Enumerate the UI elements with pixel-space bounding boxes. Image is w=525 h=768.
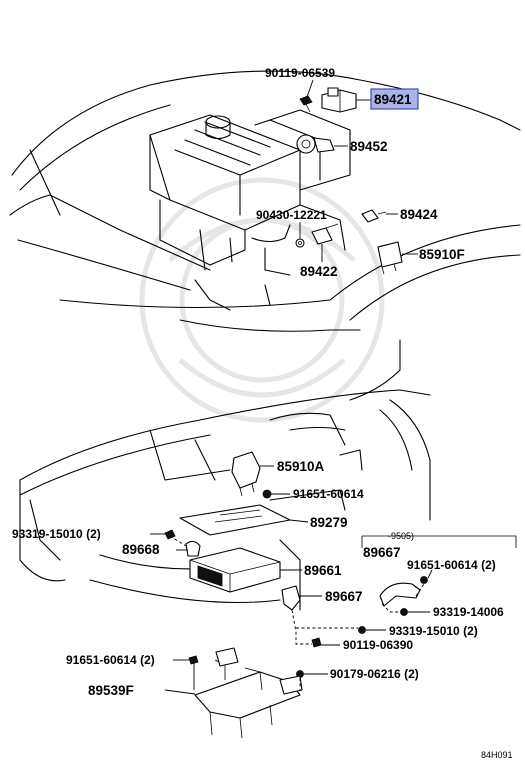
bolt-91651-60614-a-icon[interactable] (262, 489, 272, 499)
label-93319-15010-2-b[interactable]: 93319-15010 (2) (389, 624, 478, 638)
relay-85910A-icon[interactable] (231, 451, 261, 497)
relay-85910F-icon[interactable] (377, 241, 403, 275)
label-91651-60614-2-b[interactable]: 91651-60614 (2) (66, 653, 155, 667)
label-90119-06390[interactable]: 90119-06390 (343, 638, 413, 652)
label-89667-a[interactable]: 89667 (363, 545, 401, 560)
label-89667-b[interactable]: 89667 (325, 589, 363, 604)
bracket-89539F-icon[interactable] (194, 647, 303, 739)
label-85910A[interactable]: 85910A (277, 459, 325, 474)
screw-93319-14006-icon[interactable] (400, 608, 408, 616)
label-89668[interactable]: 89668 (122, 542, 160, 557)
engine-bay-illustration (9, 70, 521, 401)
part-89421-icon[interactable] (321, 87, 357, 113)
label-93319-15010-2-a[interactable]: 93319-15010 (2) (12, 527, 101, 541)
part-labels: 90119-06539 89421 89452 90430-12221 8942… (12, 66, 513, 760)
watermark-emblem (139, 177, 385, 423)
label-9505: -9505) (388, 531, 414, 541)
part-89452-icon[interactable] (296, 134, 335, 154)
label-89279[interactable]: 89279 (310, 515, 348, 530)
label-89539F[interactable]: 89539F (88, 683, 134, 698)
bolt-91651-60614-2-b-icon[interactable] (188, 655, 199, 665)
label-89424[interactable]: 89424 (400, 207, 438, 222)
label-91651-60614-a[interactable]: 91651-60614 (293, 487, 364, 501)
bracket-89667-b-icon[interactable] (281, 585, 301, 611)
label-91651-60614-2-a[interactable]: 91651-60614 (2) (407, 558, 496, 572)
label-89452[interactable]: 89452 (350, 139, 388, 154)
label-90430-12221[interactable]: 90430-12221 (256, 208, 327, 222)
label-93319-14006[interactable]: 93319-14006 (433, 605, 504, 619)
ecu-89661-icon[interactable] (189, 547, 281, 593)
screw-93319-15010-a-icon[interactable] (164, 529, 176, 540)
bracket-89667-a-icon[interactable] (379, 582, 421, 607)
highlight-89421 (370, 88, 419, 110)
label-85910F[interactable]: 85910F (419, 247, 465, 262)
label-89661[interactable]: 89661 (304, 563, 342, 578)
label-90119-06539: 90119-06539 (265, 66, 335, 80)
bracket-89668-icon[interactable] (185, 540, 201, 557)
label-89422[interactable]: 89422 (300, 264, 338, 279)
bolt-90119-06539-icon[interactable] (299, 95, 313, 113)
part-89422-icon[interactable] (311, 223, 339, 245)
lower-leader-lines (150, 465, 517, 695)
bolt-91651-60614-2-a-icon[interactable] (420, 576, 428, 584)
dashboard-illustration (19, 389, 431, 611)
figure-code: 84H091 (481, 750, 513, 760)
label-90179-06216-2[interactable]: 90179-06216 (2) (330, 667, 419, 681)
gasket-90430-12221-icon[interactable] (295, 238, 305, 248)
bolt-90119-06390-icon[interactable] (311, 637, 322, 648)
label-89421[interactable]: 89421 (374, 92, 412, 107)
part-89424-icon[interactable] (361, 209, 387, 223)
cover-89279-icon[interactable] (179, 504, 291, 536)
upper-leader-lines (299, 79, 418, 262)
screw-93319-15010-b-icon[interactable] (358, 626, 366, 634)
